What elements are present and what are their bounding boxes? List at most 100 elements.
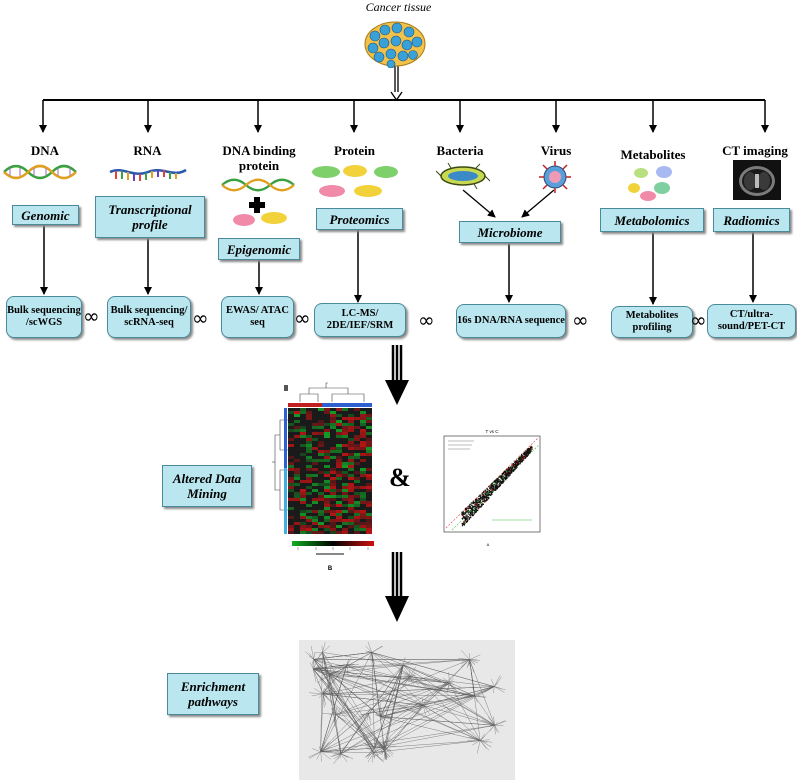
heatmap-cell <box>366 504 372 507</box>
heatmap-cell <box>348 444 354 447</box>
heatmap-cell <box>318 498 324 501</box>
heatmap-cell <box>336 444 342 447</box>
network-spoke <box>340 744 347 754</box>
infinity-connector: ∞ <box>572 308 589 332</box>
network-spoke <box>377 712 381 717</box>
scatter-point <box>494 489 497 491</box>
scatter-point <box>506 474 508 476</box>
heatmap-cell <box>336 447 342 450</box>
network-spoke <box>335 706 338 715</box>
network-spoke <box>472 740 481 746</box>
scatter-point <box>479 500 481 502</box>
heatmap-cell <box>336 459 342 462</box>
heatmap-cell <box>306 468 312 471</box>
heatmap-cell <box>348 453 354 456</box>
heatmap-cell <box>342 522 348 525</box>
heatmap-cell <box>354 528 360 531</box>
scatter-point <box>474 504 476 506</box>
network-edge <box>313 665 404 670</box>
network-edge <box>422 682 450 706</box>
heatmap-cell <box>354 435 360 438</box>
heatmap-cell <box>348 525 354 528</box>
network-spoke <box>309 751 321 759</box>
heatmap-cell <box>360 414 366 417</box>
scatter-point <box>492 488 494 490</box>
heatmap-cell <box>366 468 372 471</box>
scatter-point <box>499 481 501 483</box>
heatmap-cell <box>354 477 360 480</box>
scatter-point <box>462 516 464 519</box>
heatmap-cell <box>330 477 336 480</box>
network-spoke <box>322 693 336 696</box>
heatmap-cell <box>366 519 372 522</box>
network-spoke <box>320 741 326 752</box>
heatmap-cell <box>300 492 306 495</box>
heatmap-cell <box>354 417 360 420</box>
heatmap-cell <box>342 495 348 498</box>
scatter-point <box>514 460 516 462</box>
heatmap-cell <box>330 426 336 429</box>
network-spoke <box>439 681 450 684</box>
heatmap-cell <box>288 411 294 414</box>
network-spoke <box>373 747 375 753</box>
network-spoke <box>367 748 375 759</box>
heatmap-cell <box>366 483 372 486</box>
heatmap-cell <box>288 531 294 534</box>
scatter-point <box>471 514 473 516</box>
network-edge <box>469 659 495 726</box>
heatmap-cell <box>324 504 330 507</box>
scatter-point <box>472 500 474 502</box>
heatmap-cell <box>312 519 318 522</box>
scatter-point <box>520 455 523 457</box>
scatter-plot-image: T vs C A <box>432 420 544 550</box>
network-spoke <box>484 686 495 693</box>
heatmap-cell <box>360 453 366 456</box>
heatmap-cell <box>330 528 336 531</box>
network-spoke <box>489 725 495 727</box>
heatmap-cell <box>348 507 354 510</box>
network-spoke <box>494 725 497 732</box>
heatmap-cell <box>294 471 300 474</box>
scatter-point <box>516 466 518 469</box>
scatter-point <box>527 450 529 452</box>
scatter-point <box>462 514 464 517</box>
heatmap-cell <box>294 522 300 525</box>
heatmap-cell <box>342 519 348 522</box>
heatmap-cell <box>366 489 372 492</box>
heatmap-cell <box>366 450 372 453</box>
heatmap-cell <box>330 513 336 516</box>
heatmap-cell <box>312 498 318 501</box>
heatmap-cell <box>354 456 360 459</box>
network-spoke <box>365 752 374 758</box>
heatmap-cell <box>360 522 366 525</box>
heatmap-cell <box>330 498 336 501</box>
heatmap-cell <box>294 414 300 417</box>
network-spoke <box>491 720 495 726</box>
heatmap-cell <box>294 468 300 471</box>
network-edge <box>329 675 410 677</box>
heatmap-cell <box>324 519 330 522</box>
scatter-point <box>490 490 492 492</box>
scatter-point <box>524 457 526 459</box>
heatmap-cell <box>288 528 294 531</box>
network-spoke <box>384 747 386 754</box>
scatter-point <box>501 482 503 484</box>
network-edge <box>320 714 337 752</box>
network-spoke <box>373 752 375 759</box>
network-edge <box>373 686 495 753</box>
heatmap-cell <box>306 459 312 462</box>
heatmap-cell <box>360 417 366 420</box>
network-spoke <box>408 676 411 682</box>
network-spoke <box>381 747 385 752</box>
network-spoke <box>381 739 385 748</box>
heatmap-cell <box>312 474 318 477</box>
scatter-point <box>496 478 499 480</box>
scatter-point <box>492 490 494 492</box>
heatmap-cell <box>312 522 318 525</box>
network-edge <box>371 652 495 687</box>
scatter-point <box>514 465 517 467</box>
scatter-point <box>490 484 493 486</box>
scatter-point <box>490 486 492 488</box>
heatmap-cell <box>318 444 324 447</box>
network-spoke <box>477 740 481 754</box>
